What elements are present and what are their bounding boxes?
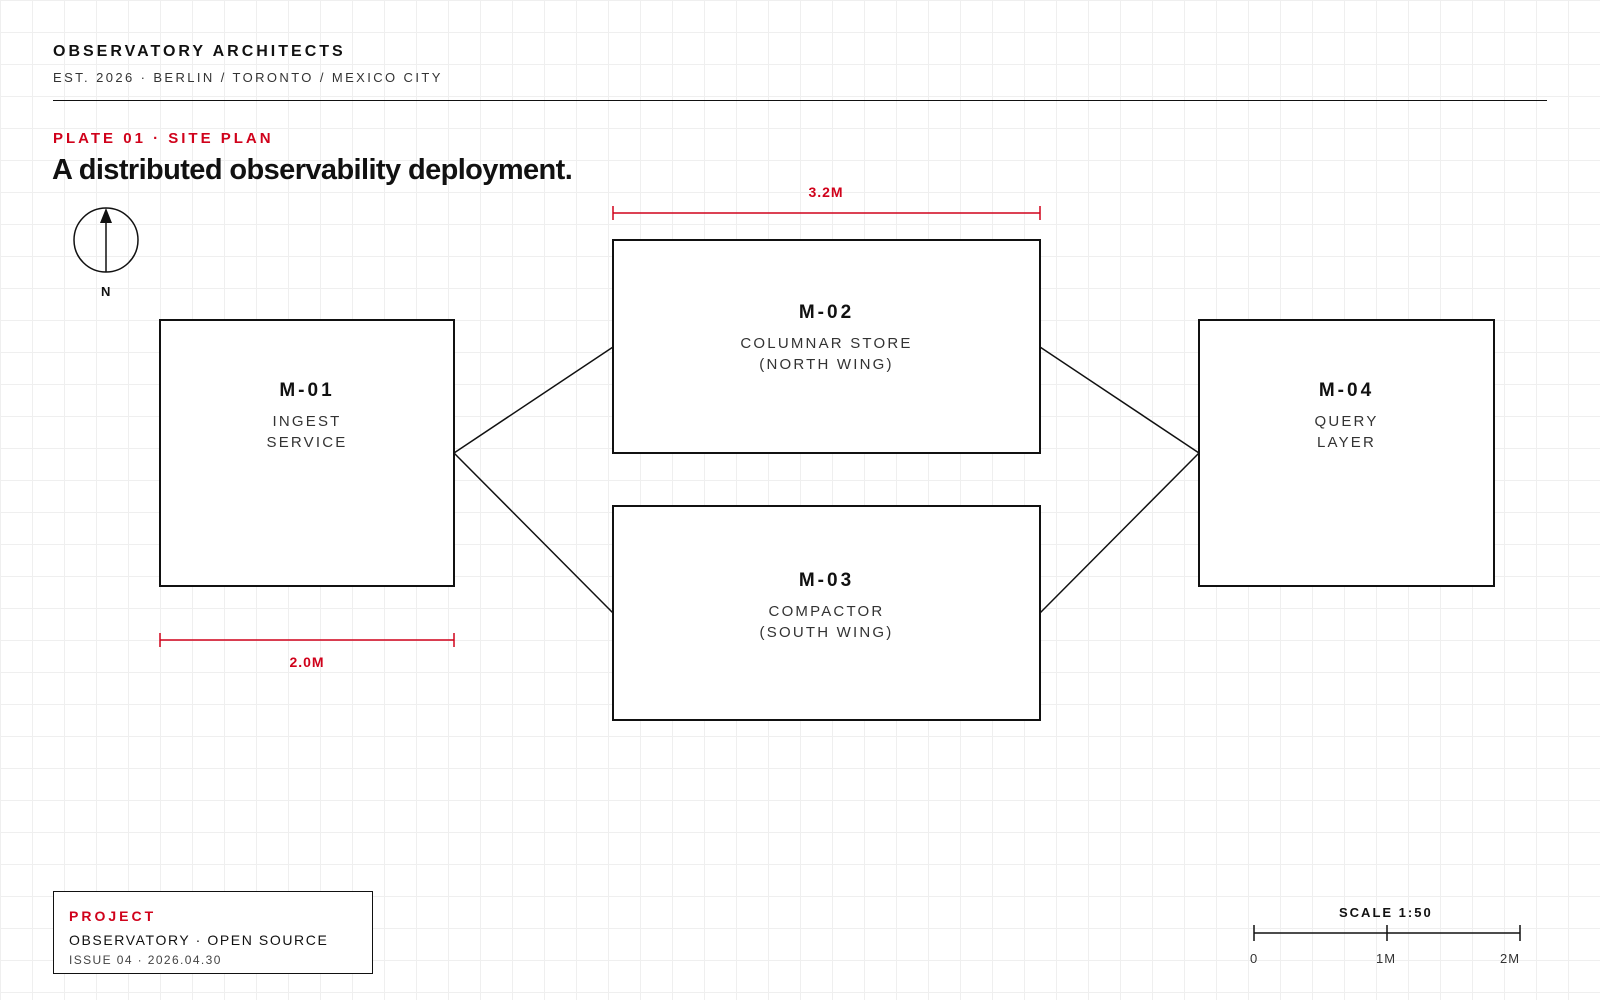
header-divider xyxy=(53,100,1547,101)
firm-subtitle: EST. 2026 · BERLIN / TORONTO / MEXICO CI… xyxy=(53,70,443,85)
module-name: COMPACTOR (SOUTH WING) xyxy=(759,603,894,641)
project-label: PROJECT xyxy=(69,908,157,924)
module-name: INGEST SERVICE xyxy=(266,413,348,451)
module-name: COLUMNAR STORE (NORTH WING) xyxy=(740,335,913,373)
module-id: M-04 xyxy=(1318,380,1375,401)
module-name: QUERY LAYER xyxy=(1314,413,1379,451)
connector-m01-m02 xyxy=(453,346,614,454)
scale-tick-label: 2M xyxy=(1500,951,1521,966)
module-m03[interactable]: M-03 COMPACTOR (SOUTH WING) xyxy=(612,505,1041,721)
project-name: OBSERVATORY · OPEN SOURCE xyxy=(69,932,329,948)
module-id: M-03 xyxy=(798,570,855,591)
scale-title: SCALE 1:50 xyxy=(1339,905,1433,920)
module-m04[interactable]: M-04 QUERY LAYER xyxy=(1198,319,1495,587)
connector-m03-m04 xyxy=(1039,452,1200,614)
scale-tick-label: 0 xyxy=(1250,951,1259,966)
compass-north-label: N xyxy=(101,284,111,299)
plate-label: PLATE 01 · SITE PLAN xyxy=(53,130,274,147)
dimension-label-left: 2.0M xyxy=(289,654,325,670)
connector-m02-m04 xyxy=(1039,346,1200,454)
scale-tick-label: 1M xyxy=(1376,951,1397,966)
dimension-label-top: 3.2M xyxy=(808,184,844,200)
page-title: A distributed observability deployment. xyxy=(52,154,573,186)
module-id: M-01 xyxy=(279,380,335,401)
connector-m01-m03 xyxy=(453,452,614,614)
module-m01[interactable]: M-01 INGEST SERVICE xyxy=(159,319,455,587)
project-issue: ISSUE 04 · 2026.04.30 xyxy=(69,953,222,967)
north-arrow-icon xyxy=(73,207,139,273)
module-id: M-02 xyxy=(798,302,855,323)
project-title-block: PROJECT OBSERVATORY · OPEN SOURCE ISSUE … xyxy=(53,891,373,974)
firm-name: OBSERVATORY ARCHITECTS xyxy=(53,43,346,60)
module-m02[interactable]: M-02 COLUMNAR STORE (NORTH WING) xyxy=(612,239,1041,454)
